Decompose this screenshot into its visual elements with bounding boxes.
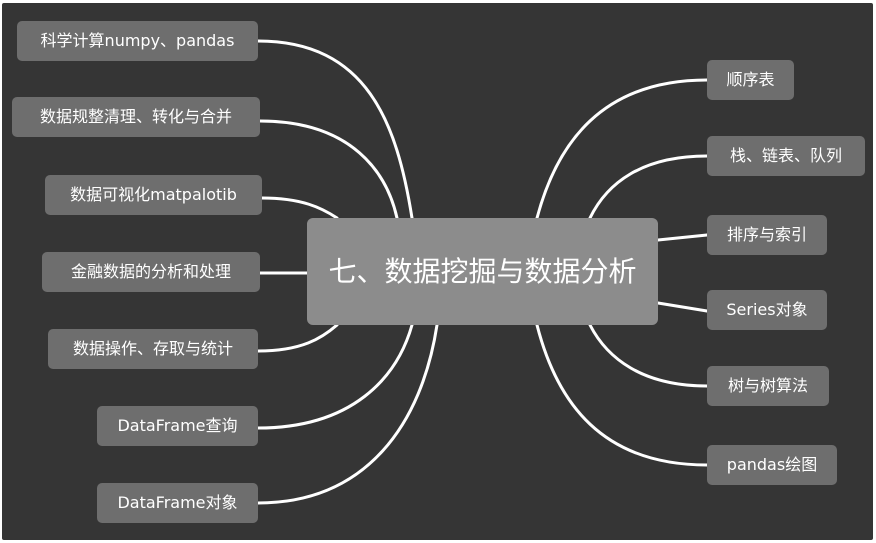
link-right-2 — [588, 154, 709, 220]
mindmap-canvas: 七、数据挖掘与数据分析 科学计算numpy、pandas 数据规整清理、转化与合… — [2, 3, 873, 540]
link-left-6 — [256, 323, 414, 430]
link-right-5 — [588, 323, 709, 388]
topic-financial-data[interactable]: 金融数据的分析和处理 — [42, 252, 260, 292]
central-topic[interactable]: 七、数据挖掘与数据分析 — [307, 218, 658, 325]
topic-numpy-pandas[interactable]: 科学计算numpy、pandas — [17, 21, 258, 61]
link-left-5 — [256, 323, 339, 353]
link-left-2 — [258, 119, 399, 220]
link-right-3 — [656, 233, 709, 242]
topic-stack-linkedlist-queue[interactable]: 栈、链表、队列 — [707, 136, 865, 176]
connector-lines — [256, 39, 709, 505]
topic-pandas-plotting[interactable]: pandas绘图 — [707, 445, 837, 485]
link-left-1 — [256, 39, 414, 220]
topic-dataframe-query[interactable]: DataFrame查询 — [97, 406, 258, 446]
link-right-4 — [656, 301, 709, 313]
topic-dataframe-object[interactable]: DataFrame对象 — [97, 483, 258, 523]
topic-tree-algorithms[interactable]: 树与树算法 — [707, 366, 829, 406]
topic-sequential-list[interactable]: 顺序表 — [707, 60, 794, 100]
topic-series-object[interactable]: Series对象 — [707, 290, 827, 330]
topic-data-wrangling[interactable]: 数据规整清理、转化与合并 — [12, 97, 260, 137]
topic-data-operations[interactable]: 数据操作、存取与统计 — [48, 329, 258, 369]
topic-sort-index[interactable]: 排序与索引 — [707, 215, 827, 255]
link-right-6 — [535, 323, 709, 467]
link-left-3 — [260, 196, 339, 220]
link-right-1 — [535, 78, 709, 220]
topic-visualization[interactable]: 数据可视化matpalotib — [45, 175, 262, 215]
link-left-7 — [256, 323, 439, 505]
